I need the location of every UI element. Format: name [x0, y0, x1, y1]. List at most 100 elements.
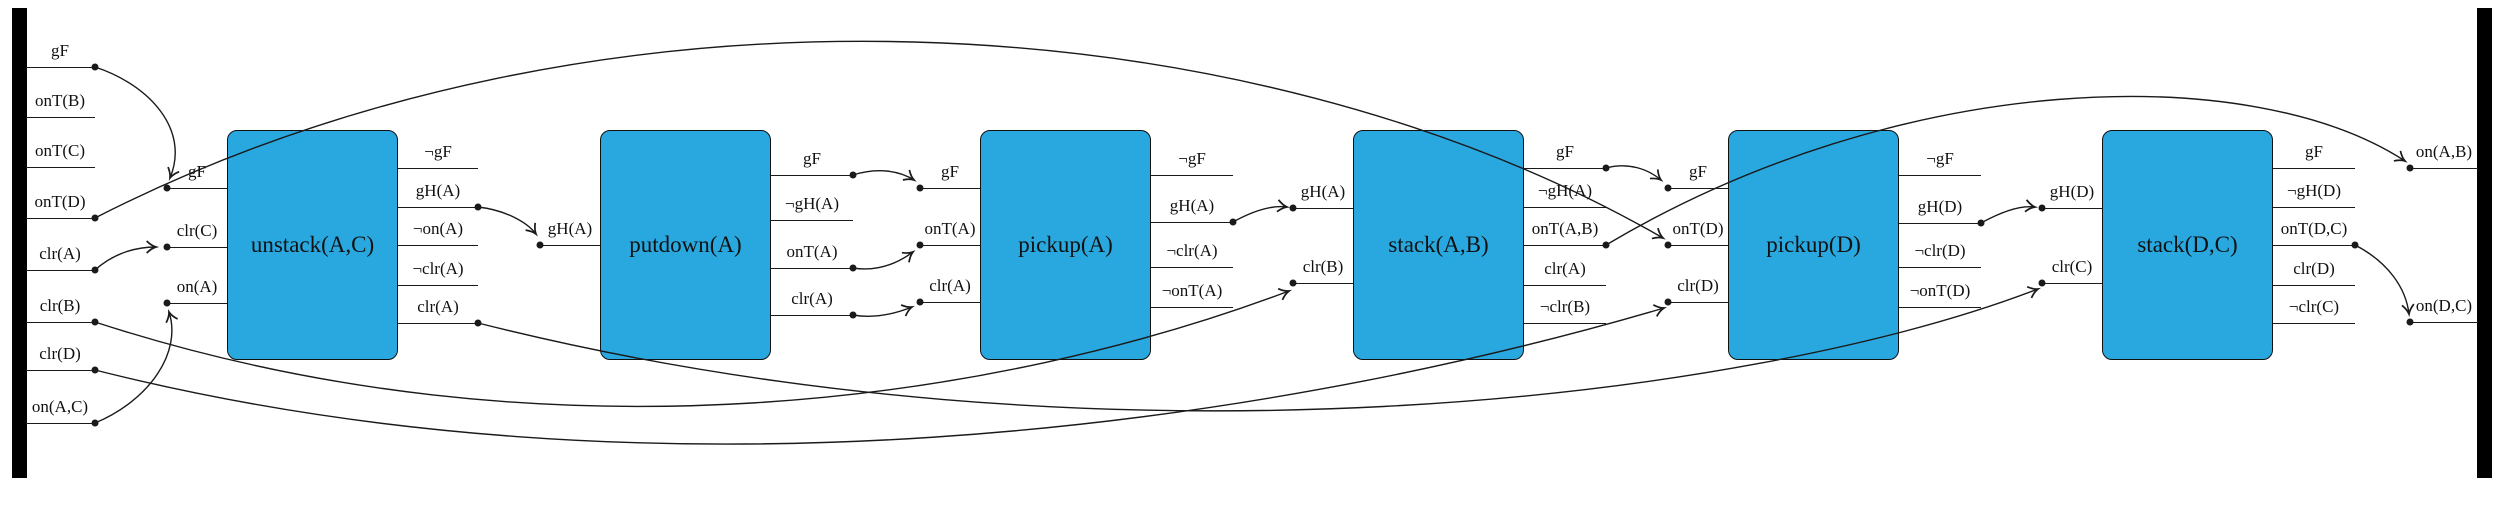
fact-line — [1524, 168, 1606, 170]
link-dot — [916, 184, 924, 192]
causal-link-gf-pickupa — [852, 169, 917, 182]
precondition-label: gH(A) — [547, 219, 593, 238]
init-fact-label: clr(B) — [39, 296, 81, 315]
link-dot — [1602, 164, 1610, 172]
fact-line — [1151, 307, 1233, 309]
effect-label: ¬gH(A) — [785, 194, 839, 213]
fact-line — [1668, 188, 1728, 190]
fact-line — [26, 67, 95, 69]
fact-line — [1151, 175, 1233, 177]
effect-label: ¬onT(D) — [1909, 281, 1971, 300]
fact-line — [2273, 168, 2355, 170]
fact-line — [920, 188, 980, 190]
link-dot — [849, 311, 857, 319]
fact-line — [771, 220, 853, 222]
fact-line — [1524, 245, 1606, 247]
link-dot — [163, 243, 171, 251]
fact-line — [26, 270, 95, 272]
action-label: stack(D,C) — [2137, 232, 2238, 257]
fact-line — [2273, 323, 2355, 325]
fact-line — [771, 315, 853, 317]
causal-link-clra-unstack — [94, 240, 160, 271]
fact-line — [1293, 208, 1353, 210]
precondition-label: gF — [188, 162, 206, 181]
link-dot — [2351, 241, 2359, 249]
fact-line — [2410, 168, 2478, 170]
causal-link-ontd-pickupd — [94, 40, 1666, 240]
causal-link-onab-goal — [1605, 95, 2408, 246]
fact-line — [26, 370, 95, 372]
link-dot — [1664, 298, 1672, 306]
action-block-stack-a-b: stack(A,B) — [1353, 130, 1524, 360]
causal-link-clra-pickupa — [852, 304, 915, 317]
init-fact-label: clr(D) — [39, 344, 81, 363]
fact-line — [771, 268, 853, 270]
action-label: putdown(A) — [629, 232, 742, 257]
causal-link-clr-stackdc — [477, 285, 2041, 412]
fact-line — [398, 207, 478, 209]
precondition-label: clr(C) — [2051, 257, 2093, 276]
fact-line — [398, 285, 478, 287]
fact-line — [1899, 223, 1981, 225]
effect-label: gH(A) — [415, 181, 461, 200]
fact-line — [1668, 302, 1728, 304]
fact-line — [920, 245, 980, 247]
precondition-label: clr(A) — [929, 276, 971, 295]
causal-link-gha-putdown — [477, 206, 538, 237]
fact-line — [1668, 245, 1728, 247]
effect-label: ¬clr(C) — [2288, 297, 2340, 316]
precondition-label: on(A) — [176, 277, 218, 296]
link-dot — [1289, 204, 1297, 212]
effect-label: ¬clr(D) — [1914, 241, 1966, 260]
effect-label: gF — [2305, 142, 2323, 161]
link-dot — [2406, 318, 2414, 326]
link-dot — [163, 184, 171, 192]
fact-line — [1293, 283, 1353, 285]
link-dot — [91, 63, 99, 71]
fact-line — [2273, 285, 2355, 287]
effect-label: clr(A) — [791, 289, 833, 308]
link-dot — [1664, 184, 1672, 192]
precondition-label: clr(B) — [1302, 257, 1344, 276]
effect-label: gH(A) — [1169, 196, 1215, 215]
precondition-label: gF — [941, 162, 959, 181]
action-block-stack-d-c: stack(D,C) — [2102, 130, 2273, 360]
action-label: stack(A,B) — [1388, 232, 1489, 257]
action-label: unstack(A,C) — [250, 232, 375, 257]
fact-line — [398, 245, 478, 247]
fact-line — [1524, 285, 1606, 287]
link-dot — [163, 299, 171, 307]
link-dot — [2038, 204, 2046, 212]
init-fact-label: onT(C) — [34, 141, 86, 160]
precondition-label: onT(D) — [1672, 219, 1724, 238]
effect-label: ¬clr(A) — [1166, 241, 1218, 260]
effect-label: gH(D) — [1917, 197, 1963, 216]
effect-label: ¬gH(D) — [2287, 181, 2341, 200]
fact-line — [1151, 267, 1233, 269]
link-dot — [916, 298, 924, 306]
causal-link-onac-unstack — [94, 309, 178, 424]
link-dot — [1289, 279, 1297, 287]
effect-label: ¬onT(A) — [1161, 281, 1223, 300]
causal-link-clrb-stackab — [94, 287, 1292, 408]
fact-line — [26, 167, 95, 169]
precondition-label: clr(D) — [1677, 276, 1719, 295]
fact-line — [398, 168, 478, 170]
fact-line — [2410, 322, 2478, 324]
fact-line — [1524, 323, 1606, 325]
effect-label: gF — [1556, 142, 1574, 161]
fact-line — [2042, 208, 2102, 210]
action-block-unstack-a-c: unstack(A,C) — [227, 130, 398, 360]
link-dot — [1229, 218, 1237, 226]
effect-label: onT(A,B) — [1531, 219, 1599, 238]
effect-label: clr(A) — [1544, 259, 1586, 278]
action-label: pickup(A) — [1018, 232, 1113, 257]
effect-label: gF — [803, 149, 821, 168]
effect-label: ¬clr(B) — [1539, 297, 1591, 316]
action-block-pickup-d: pickup(D) — [1728, 130, 1899, 360]
effect-label: clr(D) — [2293, 259, 2335, 278]
fact-line — [398, 323, 478, 325]
precondition-label: clr(C) — [176, 221, 218, 240]
link-dot — [91, 419, 99, 427]
precondition-label: gH(A) — [1300, 182, 1346, 201]
